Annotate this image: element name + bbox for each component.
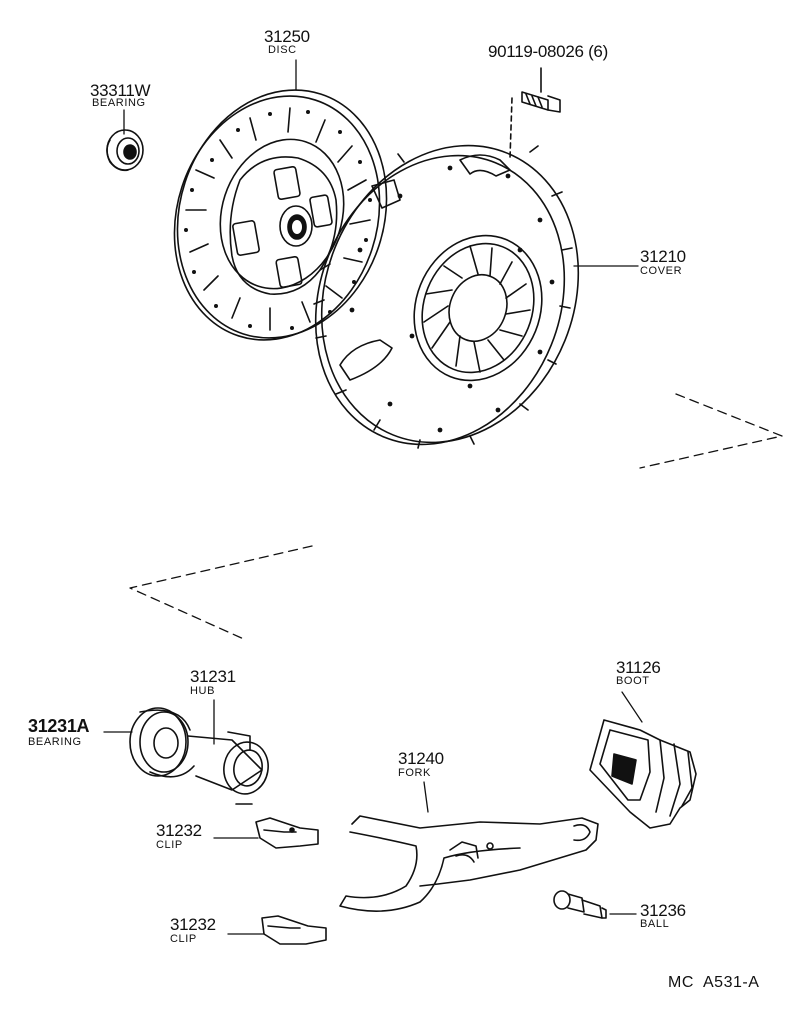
bolt-number: 90119-08026 (6) [488, 42, 608, 61]
clip-upper-name: CLIP [156, 839, 183, 851]
bearing-31231a-name: BEARING [28, 736, 82, 748]
clip-lower-drawing [261, 915, 327, 945]
cover-name: COVER [640, 265, 683, 277]
clip-upper-number: 31232 [156, 821, 202, 840]
clip-upper-drawing [255, 817, 319, 849]
disc-number: 31250 [264, 27, 310, 46]
ball-number: 31236 [640, 901, 686, 920]
diagram-ref-prefix: MC [668, 974, 694, 991]
hub-name: HUB [190, 685, 216, 697]
disc-name: DISC [268, 44, 297, 56]
fork-name: FORK [398, 767, 431, 779]
pressure-plate-cover-drawing [313, 144, 580, 449]
boot-drawing [589, 719, 697, 829]
release-bearing-hub-drawing [129, 707, 269, 805]
diagram-ref-code: A531-A [703, 974, 760, 991]
cover-number: 31210 [640, 247, 686, 266]
ball-name: BALL [640, 918, 670, 930]
assembly-guide-lines [129, 393, 783, 641]
boot-number: 31126 [616, 658, 661, 677]
hub-number: 31231 [190, 667, 236, 686]
bearing-33311w-name: BEARING [92, 97, 146, 109]
bearing-31231a-number: 31231A [28, 716, 90, 736]
clip-lower-name: CLIP [170, 933, 197, 945]
pivot-ball-drawing [553, 890, 607, 919]
leader-lines [103, 59, 643, 935]
boot-name: BOOT [616, 675, 650, 687]
clutch-disc-drawing [173, 89, 388, 341]
pilot-bearing-drawing [106, 129, 144, 172]
bolt-drawing [509, 67, 561, 159]
fork-number: 31240 [398, 749, 444, 768]
clip-lower-number: 31232 [170, 915, 216, 934]
bearing-33311w-number: 33311W [90, 81, 151, 100]
release-fork-drawing [339, 815, 599, 912]
